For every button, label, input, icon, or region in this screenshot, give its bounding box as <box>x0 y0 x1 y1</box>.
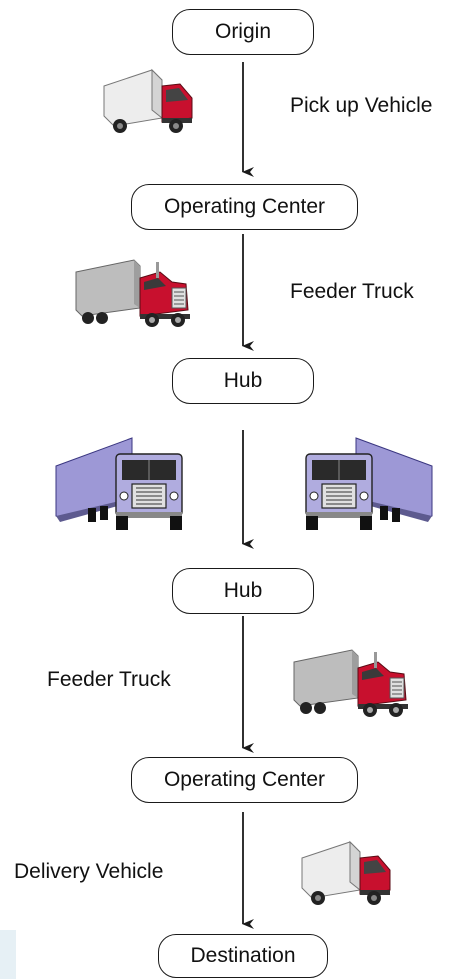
tractor-trailer-front-right-icon <box>305 437 433 530</box>
box-truck-icon <box>103 68 193 133</box>
node-destination: Destination <box>158 934 328 978</box>
node-operating-center-1: Operating Center <box>131 184 358 230</box>
label-delivery-vehicle: Delivery Vehicle <box>14 860 164 883</box>
semi-truck-icon <box>75 259 190 327</box>
label-pickup-vehicle: Pick up Vehicle <box>290 94 433 117</box>
label-feeder-truck-1: Feeder Truck <box>290 280 414 303</box>
tractor-trailer-front-left-icon <box>55 437 183 530</box>
node-origin: Origin <box>172 9 314 55</box>
corner-tint <box>0 930 16 979</box>
node-hub-1: Hub <box>172 358 314 404</box>
label-feeder-truck-2: Feeder Truck <box>47 668 171 691</box>
box-truck-icon <box>301 840 391 905</box>
semi-truck-icon <box>293 649 408 717</box>
node-hub-2: Hub <box>172 568 314 614</box>
node-operating-center-2: Operating Center <box>131 757 358 803</box>
